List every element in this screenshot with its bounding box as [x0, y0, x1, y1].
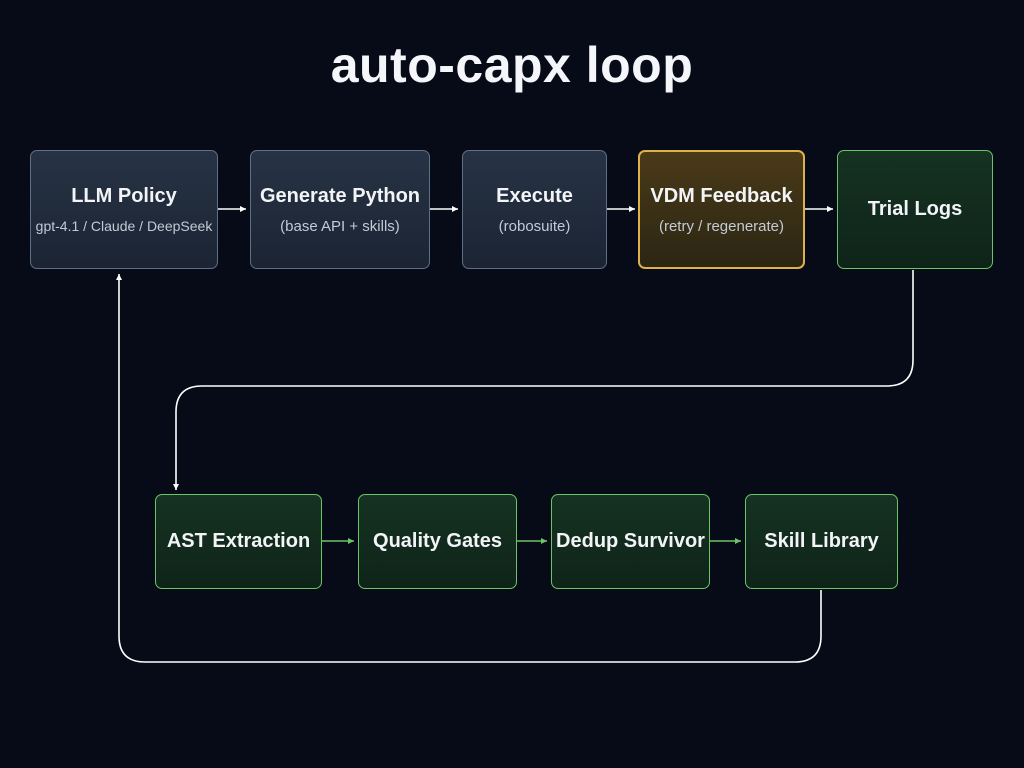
skill-library-node: Skill Library — [745, 494, 898, 589]
diagram-title: auto-capx loop — [330, 37, 694, 93]
llm-policy-node: LLM Policy gpt-4.1 / Claude / DeepSeek — [30, 150, 218, 269]
ast-extraction-label: AST Extraction — [166, 530, 311, 552]
generate-python-label: Generate Python — [259, 184, 421, 207]
llm-policy-sub: gpt-4.1 / Claude / DeepSeek — [35, 218, 213, 234]
dedup-survivor-label: Dedup Survivor — [556, 530, 705, 552]
dedup-survivor-node: Dedup Survivor — [551, 494, 710, 589]
execute-label: Execute — [496, 184, 573, 207]
generate-python-node: Generate Python (base API + skills) — [250, 150, 430, 269]
trial-logs-node: Trial Logs — [837, 150, 993, 269]
ast-extraction-node: AST Extraction — [155, 494, 322, 589]
execute-sub: (robosuite) — [498, 217, 571, 235]
llm-policy-label: LLM Policy — [71, 185, 177, 207]
skill-library-label: Skill Library — [764, 530, 879, 552]
generate-python-sub: (base API + skills) — [280, 217, 400, 235]
execute-node: Execute (robosuite) — [462, 150, 607, 269]
trial-logs-label: Trial Logs — [867, 198, 963, 220]
arrow-skill-to-llm — [116, 274, 822, 663]
vdm-feedback-label: VDM Feedback — [650, 184, 793, 207]
quality-gates-node: Quality Gates — [358, 494, 517, 589]
quality-gates-label: Quality Gates — [373, 530, 502, 552]
arrow-trial-logs-to-ast — [173, 270, 914, 490]
vdm-feedback-node: VDM Feedback (retry / regenerate) — [638, 150, 805, 269]
vdm-feedback-sub: (retry / regenerate) — [658, 217, 785, 235]
